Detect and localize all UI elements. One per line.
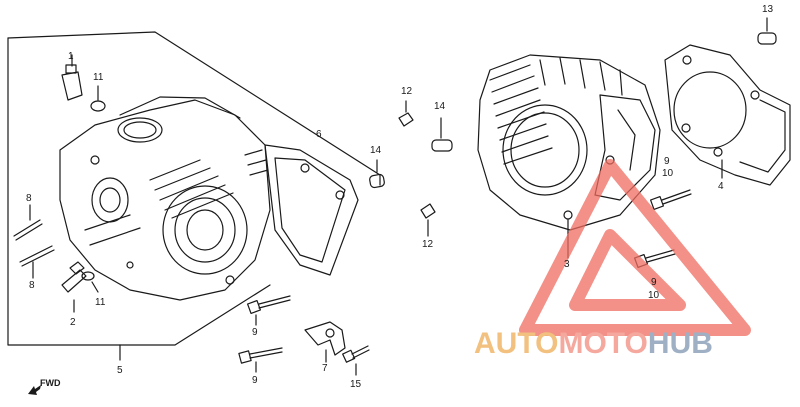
part-label-8-top: 8: [26, 193, 32, 204]
part-label-11-top: 11: [93, 72, 104, 83]
dowel-pin-8-top: [13, 204, 43, 241]
part-label-14-right: 14: [434, 101, 446, 112]
forward-arrow-icon: [28, 385, 41, 395]
watermark-triangle-logo: [519, 159, 751, 336]
part-label-5: 5: [117, 365, 123, 376]
part-label-10-b: 10: [648, 290, 660, 301]
part-label-9-b: 9: [252, 375, 258, 386]
o-ring-11-top: [90, 100, 106, 112]
dowel-14-right: [431, 117, 453, 152]
washer-12-bottom: [420, 203, 436, 237]
dowel-13: [757, 17, 777, 45]
part-label-11-bottom: 11: [95, 297, 106, 308]
part-label-12-top: 12: [401, 86, 413, 97]
bolt-9-b: [238, 347, 283, 373]
watermark-auto: AUTO: [474, 327, 559, 360]
part-label-3: 3: [564, 259, 570, 270]
nipple-2: [61, 261, 87, 313]
dowel-14-left: [369, 159, 385, 189]
part-label-1: 1: [68, 51, 74, 62]
part-label-15: 15: [350, 379, 362, 390]
part-label-9-c: 9: [664, 156, 670, 167]
part-label-12-bottom: 12: [422, 239, 434, 250]
washer-12-top: [398, 100, 414, 127]
part-label-9-a: 9: [252, 327, 258, 338]
part-label-10-a: 10: [662, 168, 674, 179]
bolt-9-10-upper: [649, 189, 692, 211]
part-label-4: 4: [718, 181, 724, 192]
fwd-label: FWD: [40, 378, 61, 388]
bolt-9-a: [246, 295, 291, 326]
part-label-9-d: 9: [651, 277, 657, 288]
cylinder-3: [477, 54, 661, 259]
gasket-6: [264, 144, 359, 276]
part-label-6: 6: [316, 129, 322, 140]
part-label-2: 2: [70, 317, 76, 328]
plug-1: [61, 54, 83, 101]
watermark-moto: MOTO: [558, 327, 648, 360]
part-label-7: 7: [322, 363, 328, 374]
watermark-brand-text: AUTOMOTOHUB: [474, 327, 713, 361]
part-label-8-bottom: 8: [29, 280, 35, 291]
watermark-hub: HUB: [647, 327, 713, 360]
clamp-7: [304, 321, 346, 363]
part-label-13: 13: [762, 4, 774, 15]
head-group-outline: [7, 31, 381, 361]
bolt-15: [342, 345, 370, 376]
cylinder-head: [59, 96, 271, 301]
gasket-4: [664, 44, 791, 186]
part-label-14-left: 14: [370, 145, 382, 156]
dowel-pin-8-bottom: [19, 245, 55, 279]
o-ring-11-bottom: [81, 271, 95, 281]
